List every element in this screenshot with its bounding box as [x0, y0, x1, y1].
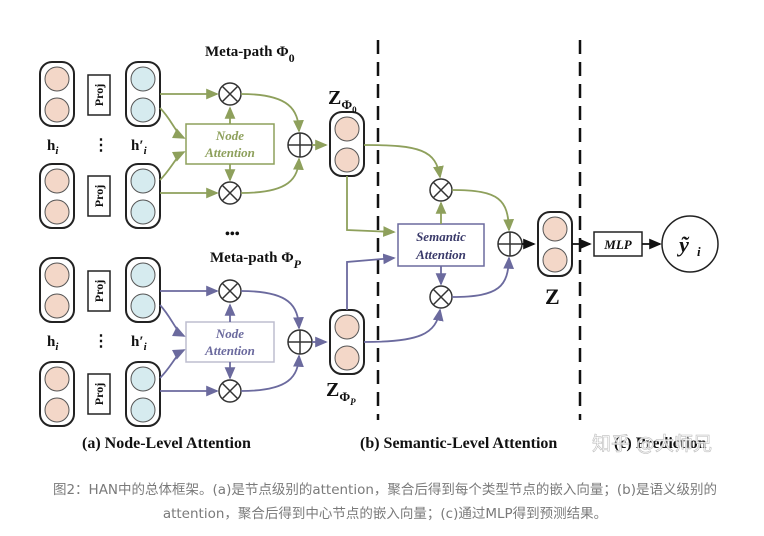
projected-vector: [125, 61, 161, 127]
z-phip-vector: [329, 309, 365, 375]
z-final-vector: [537, 211, 573, 277]
proj-box: Proj: [87, 175, 111, 217]
section-b-title: (b) Semantic-Level Attention: [360, 435, 557, 452]
hprime-label: h′i: [131, 334, 148, 353]
svg-text:Attention: Attention: [415, 247, 466, 262]
h-label: hi: [47, 138, 59, 157]
sum-op: [287, 132, 313, 158]
input-vector: [39, 61, 75, 127]
multiply-op: [429, 178, 453, 202]
projected-vector: [125, 257, 161, 323]
z-final-label: Z: [545, 284, 560, 309]
proj-box: Proj: [87, 270, 111, 312]
svg-text:Attention: Attention: [204, 343, 255, 358]
metapath-bottom-label: Meta-path ΦP: [210, 250, 302, 271]
node-attention-box-top: Node Attention: [185, 123, 275, 165]
vdots: ⋮: [93, 333, 109, 350]
svg-text:Node: Node: [215, 326, 244, 341]
watermark: 知乎 @大师兄: [592, 433, 712, 455]
prediction-node: ỹ i: [661, 215, 719, 273]
svg-text:Node: Node: [215, 128, 244, 143]
multiply-op: [218, 82, 242, 106]
multiply-op: [218, 279, 242, 303]
svg-text:ỹ: ỹ: [676, 232, 690, 257]
h-label: hi: [47, 334, 59, 353]
svg-text:Proj: Proj: [92, 185, 106, 207]
svg-text:Proj: Proj: [92, 383, 106, 405]
multiply-op: [218, 379, 242, 403]
svg-text:i: i: [697, 244, 701, 259]
z-phi0-vector: [329, 111, 365, 177]
figure-caption: 图2：HAN中的总体框架。(a)是节点级别的attention，聚合后得到每个类…: [52, 482, 718, 522]
han-framework-diagram: Meta-path Φ0 Proj Proj hi ⋮ h′i Node Att…: [39, 40, 719, 455]
group-ellipsis: •••: [225, 227, 240, 242]
sum-op: [287, 329, 313, 355]
svg-text:MLP: MLP: [603, 237, 633, 252]
input-vector: [39, 257, 75, 323]
hprime-label: h′i: [131, 138, 148, 157]
input-vector: [39, 163, 75, 229]
z-phi0-label: ZΦ0: [328, 87, 357, 115]
section-a-title: (a) Node-Level Attention: [82, 435, 251, 452]
vdots: ⋮: [93, 137, 109, 154]
proj-box: Proj: [87, 373, 111, 415]
svg-text:Proj: Proj: [92, 84, 106, 106]
svg-text:Attention: Attention: [204, 145, 255, 160]
mlp-box: MLP: [593, 231, 643, 257]
multiply-op: [218, 181, 242, 205]
projected-vector: [125, 163, 161, 229]
multiply-op: [429, 285, 453, 309]
input-vector: [39, 361, 75, 427]
semantic-attention-box: Semantic Attention: [397, 223, 485, 267]
proj-box: Proj: [87, 74, 111, 116]
metapath-top-label: Meta-path Φ0: [205, 44, 295, 65]
projected-vector: [125, 361, 161, 427]
node-attention-box-bottom: Node Attention: [185, 321, 275, 363]
sum-op: [497, 231, 523, 257]
z-phip-label: ZΦP: [326, 379, 356, 407]
svg-text:Proj: Proj: [92, 280, 106, 302]
svg-text:Semantic: Semantic: [416, 229, 466, 244]
section-c-title: (c) Prediction: [614, 435, 707, 452]
